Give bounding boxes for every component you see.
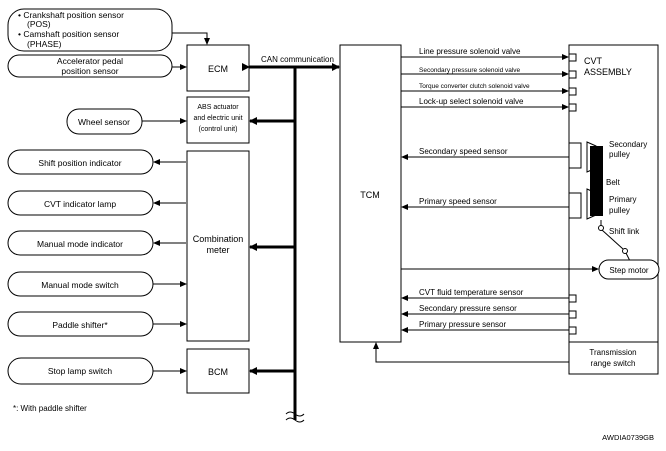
- range-switch-to-tcm-arrow: [373, 342, 569, 363]
- secondary-pressure-sensor-label: Secondary pressure sensor: [419, 304, 517, 313]
- speed-sensor-inputs: [401, 142, 582, 219]
- paddle-footnote: *: With paddle shifter: [13, 404, 87, 413]
- cvt-title-1: CVT: [584, 56, 603, 66]
- manual-indicator-label: Manual mode indicator: [37, 239, 123, 249]
- secondary-pressure-valve-label: Secondary pressure solenoid valve: [419, 67, 521, 74]
- pos-label-1: • Crankshaft position sensor: [18, 10, 124, 20]
- primary-pulley-label-1: Primary: [609, 195, 637, 204]
- manual-switch-label: Manual mode switch: [41, 280, 119, 290]
- pos-to-ecm-arrow: [172, 32, 210, 45]
- lockup-valve-label: Lock-up select solenoid valve: [419, 97, 524, 106]
- bus-break-mark-1: [285, 411, 305, 417]
- shift-position-indicator: Shift position indicator: [7, 149, 154, 175]
- wheel-label: Wheel sensor: [78, 117, 130, 127]
- bcm-box: BCM: [186, 348, 250, 394]
- primary-pressure-sensor-label: Primary pressure sensor: [419, 320, 506, 329]
- primary-speed-sensor-label: Primary speed sensor: [419, 197, 497, 206]
- cvt-title-2: ASSEMBLY: [584, 67, 632, 77]
- secondary-pulley-label-1: Secondary: [609, 140, 647, 149]
- abs-label-1: ABS actuator: [197, 104, 239, 111]
- shift-indicator-label: Shift position indicator: [38, 158, 121, 168]
- belt-label: Belt: [606, 178, 621, 187]
- primary-pulley-label-2: pulley: [609, 206, 630, 215]
- accel-label-2: position sensor: [61, 66, 118, 76]
- stop-lamp-switch: Stop lamp switch: [7, 357, 154, 385]
- paddle-label: Paddle shifter*: [52, 320, 108, 330]
- accel-label-1: Accelerator pedal: [57, 56, 123, 66]
- pos-label-2: (POS): [27, 19, 51, 29]
- phase-label-2: (PHASE): [27, 39, 62, 49]
- combo-label-1: Combination: [193, 234, 244, 244]
- phase-label-1: • Camshaft position sensor: [18, 29, 119, 39]
- tcm-label: TCM: [360, 190, 380, 200]
- tcc-valve-label: Torque converter clutch solenoid valve: [419, 83, 530, 90]
- range-switch-label-2: range switch: [591, 359, 636, 368]
- can-bus: [242, 63, 340, 423]
- manual-mode-indicator: Manual mode indicator: [7, 230, 154, 256]
- accelerator-pedal-sensor: Accelerator pedal position sensor: [7, 54, 173, 78]
- step-motor: Step motor: [598, 259, 660, 280]
- line-pressure-valve-label: Line pressure solenoid valve: [419, 47, 521, 56]
- ecm-label: ECM: [208, 64, 228, 74]
- manual-mode-switch: Manual mode switch: [7, 271, 154, 297]
- step-motor-label: Step motor: [609, 266, 648, 275]
- abs-actuator-box: ABS actuator and electric unit (control …: [186, 96, 250, 144]
- secondary-pulley-label-2: pulley: [609, 150, 630, 159]
- solenoid-outputs: [401, 53, 577, 112]
- shift-link-label: Shift link: [609, 227, 640, 236]
- ecm-box: ECM: [186, 44, 250, 92]
- fluid-temp-sensor-label: CVT fluid temperature sensor: [419, 288, 524, 297]
- combo-label-2: meter: [206, 245, 229, 255]
- combination-meter-box: Combination meter: [186, 150, 250, 342]
- transmission-range-switch-box: Transmission range switch: [568, 341, 659, 375]
- bus-break-mark-2: [285, 417, 305, 423]
- lower-sensor-inputs: [401, 294, 577, 335]
- wheel-sensor: Wheel sensor: [66, 108, 143, 135]
- cvt-lamp-label: CVT indicator lamp: [44, 199, 116, 209]
- abs-label-2: and electric unit: [193, 115, 242, 122]
- pos-phase-sensor: • Crankshaft position sensor (POS) • Cam…: [7, 8, 173, 52]
- paddle-shifter: Paddle shifter*: [7, 311, 154, 337]
- cvt-indicator-lamp: CVT indicator lamp: [7, 190, 154, 216]
- abs-label-3: (control unit): [199, 126, 238, 133]
- secondary-speed-sensor-label: Secondary speed sensor: [419, 147, 508, 156]
- stop-lamp-label: Stop lamp switch: [48, 366, 113, 376]
- figure-code: AWDIA0739GB: [602, 433, 654, 442]
- pulley-belt-mechanism: [586, 141, 631, 262]
- bcm-label: BCM: [208, 367, 228, 377]
- cvt-assembly-box: CVT ASSEMBLY: [568, 44, 659, 343]
- can-communication-label: CAN communication: [261, 55, 334, 64]
- range-switch-label-1: Transmission: [589, 348, 636, 357]
- tcm-box: TCM: [339, 44, 402, 343]
